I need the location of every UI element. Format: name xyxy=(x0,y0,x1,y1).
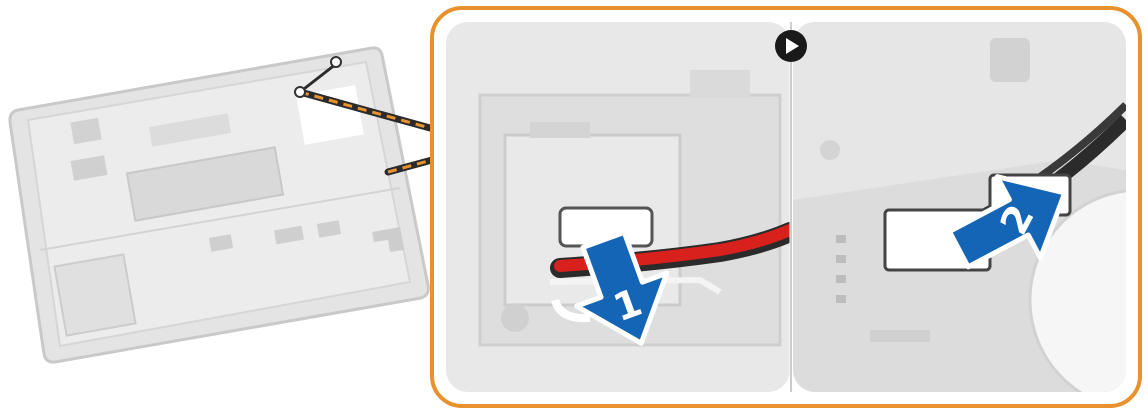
laptop-base xyxy=(10,48,432,362)
detail-callout: 1 2 xyxy=(432,8,1148,410)
step-2-panel xyxy=(793,22,1148,410)
play-arrow-icon xyxy=(775,30,807,62)
step-1-panel xyxy=(446,22,790,392)
